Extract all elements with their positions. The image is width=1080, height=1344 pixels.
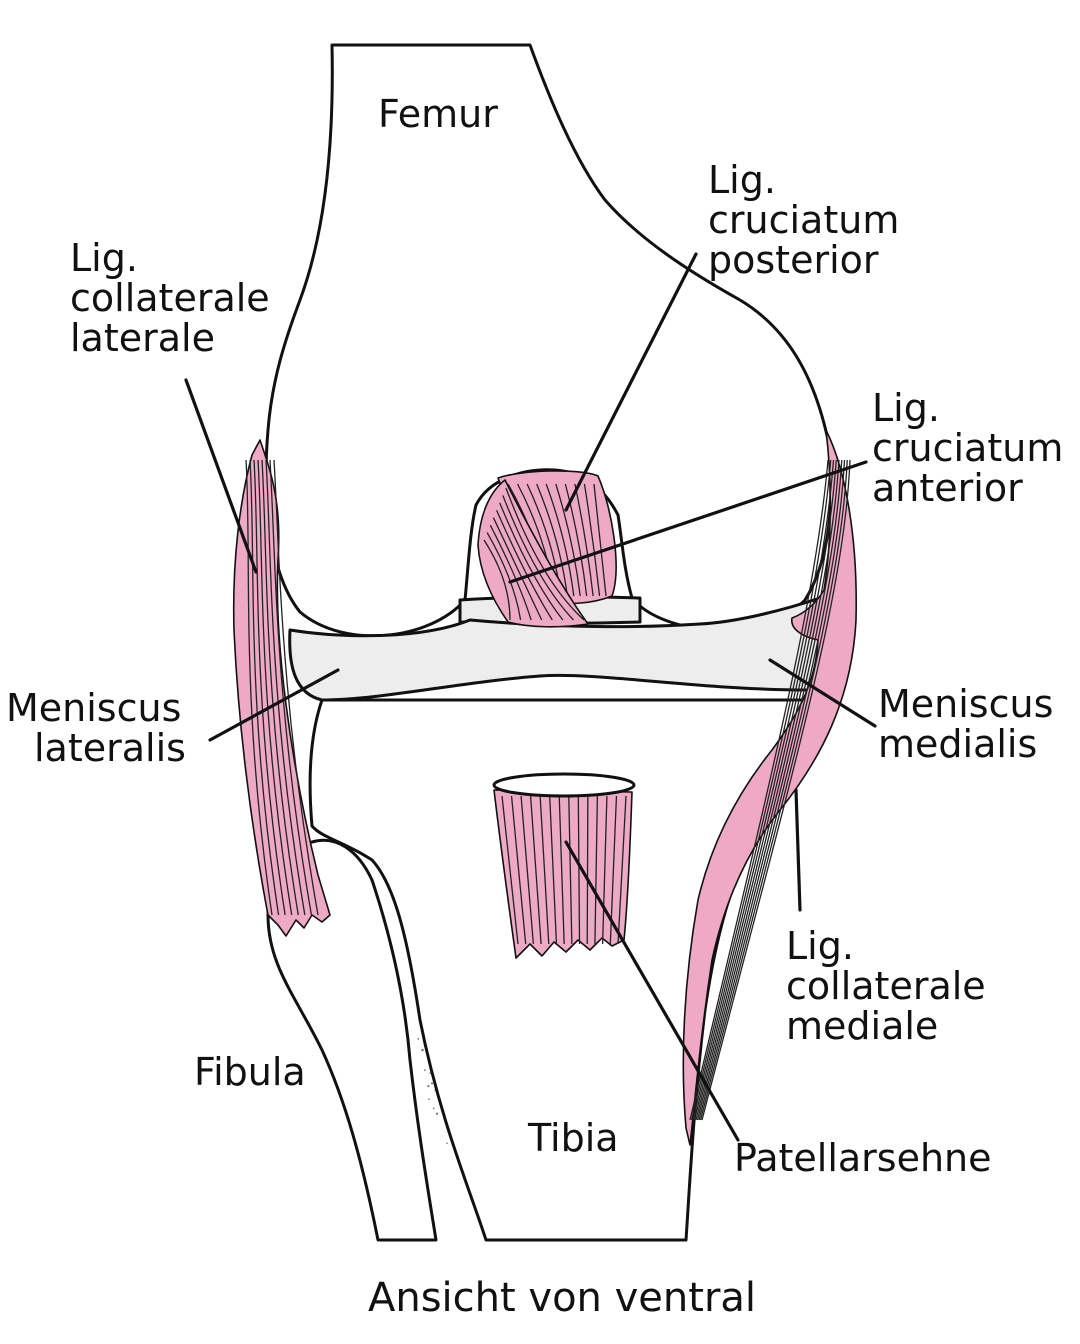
mcl-label-line-2: collaterale bbox=[786, 964, 986, 1008]
meniscus-lateralis-label: Meniscus lateralis bbox=[6, 688, 186, 768]
acl-label: Lig. cruciatum anterior bbox=[872, 388, 1063, 508]
mcl-label-line-1: Lig. bbox=[786, 924, 854, 968]
cruciate-ligaments bbox=[477, 470, 617, 628]
lcl-ligament bbox=[232, 439, 331, 937]
mcl-ligament bbox=[682, 429, 858, 1146]
leader-acl bbox=[508, 460, 868, 584]
mcl-label: Lig. collaterale mediale bbox=[786, 926, 986, 1046]
acl-label-line-2: cruciatum bbox=[872, 426, 1064, 470]
patellarsehne-label: Patellarsehne bbox=[734, 1136, 992, 1180]
leader-lcl bbox=[184, 378, 258, 574]
patellarsehne-tendon bbox=[492, 772, 636, 959]
lcl-label-line-3: laterale bbox=[70, 316, 215, 360]
pcl-label-line-2: cruciatum bbox=[708, 198, 900, 242]
meniscus-medialis-label: Meniscus medialis bbox=[878, 684, 1053, 764]
leader-patellarsehne bbox=[564, 840, 740, 1142]
acl-label-line-3: anterior bbox=[872, 466, 1023, 510]
lcl-label: Lig. collaterale laterale bbox=[70, 238, 270, 358]
pcl-label-line-3: posterior bbox=[708, 238, 879, 282]
leader-meniscus-medialis bbox=[768, 658, 877, 728]
tibia-label: Tibia bbox=[528, 1116, 619, 1160]
meniscus-lateralis-line-2: lateralis bbox=[34, 726, 186, 770]
mcl-label-line-3: mediale bbox=[786, 1004, 939, 1048]
leader-mcl bbox=[794, 788, 802, 912]
meniscus-medialis-line-1: Meniscus bbox=[878, 682, 1054, 726]
pcl-label-line-1: Lig. bbox=[708, 158, 776, 202]
acl-label-line-1: Lig. bbox=[872, 386, 940, 430]
lcl-label-line-1: Lig. bbox=[70, 236, 138, 280]
leader-pcl bbox=[564, 252, 698, 512]
pcl-label: Lig. cruciatum posterior bbox=[708, 160, 899, 280]
lcl-label-line-2: collaterale bbox=[70, 276, 270, 320]
fibula-bone bbox=[266, 838, 438, 1242]
leader-lines bbox=[184, 252, 877, 1142]
meniscus-medialis-line-2: medialis bbox=[878, 722, 1038, 766]
leader-meniscus-lateralis bbox=[208, 668, 340, 742]
fibula-label: Fibula bbox=[194, 1050, 306, 1094]
meniscus-lateralis-line-1: Meniscus bbox=[6, 686, 182, 730]
caption: Ansicht von ventral bbox=[368, 1275, 757, 1321]
femur-label: Femur bbox=[378, 92, 498, 136]
